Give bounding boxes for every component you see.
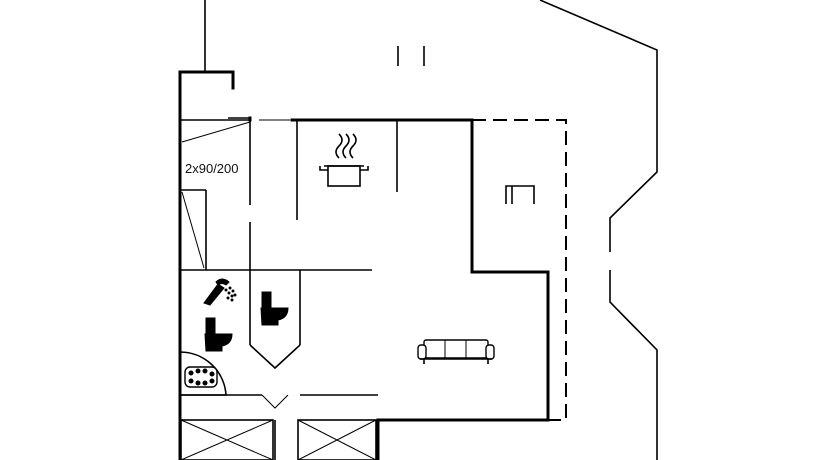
bed-size-label: 2x90/200 (185, 161, 239, 176)
covered-terrace-outline (472, 119, 567, 421)
terrace-outline (539, 0, 658, 460)
stove-icon (505, 185, 535, 204)
toilet-icon-2 (260, 291, 289, 326)
toilet-icon (204, 317, 233, 352)
opening-mark (397, 46, 425, 66)
shower-icon (203, 278, 237, 306)
sofa-icon (417, 339, 495, 364)
door-swings (181, 119, 301, 409)
whirlpool-icon (179, 351, 227, 396)
bed-bottom-right (297, 419, 377, 460)
bed-bottom-left (180, 419, 274, 460)
exterior-walls (178, 70, 550, 460)
cooking-pot-icon (319, 133, 369, 187)
